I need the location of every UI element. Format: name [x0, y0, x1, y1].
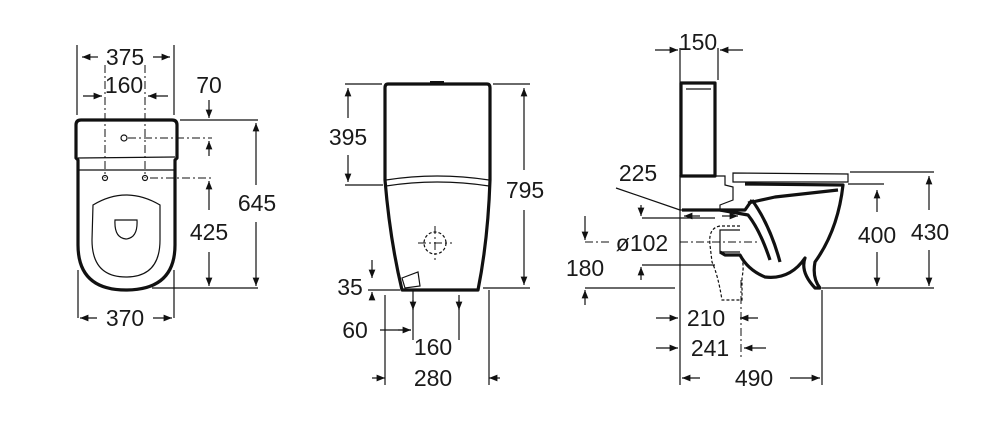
dim-fixing-offset: 160 [414, 334, 452, 360]
dim-total-height: 795 [506, 177, 544, 203]
top-view: 375 160 70 645 425 370 [74, 44, 276, 331]
dim-outlet-diameter: ø102 [616, 230, 668, 256]
front-view: 395 795 35 60 160 280 [329, 81, 544, 391]
dim-rim-height: 400 [858, 222, 896, 248]
inlet-hole-icon [120, 134, 128, 142]
dim-width-bottom: 370 [106, 305, 144, 331]
top-view-outline [74, 118, 179, 292]
seat-handle [114, 219, 138, 240]
inlet-valve-icon [401, 271, 421, 289]
dim-tank-depth: 150 [679, 29, 717, 55]
dim-base-width: 280 [414, 365, 452, 391]
dim-tank-height: 395 [329, 124, 367, 150]
fixing-hole-icon [141, 174, 149, 182]
dim-inlet-height: 35 [337, 274, 363, 300]
dim-depth: 645 [238, 190, 276, 216]
dim-holes-spacing: 160 [105, 72, 143, 98]
bowl-outline [719, 182, 845, 290]
side-tank-outline [679, 81, 717, 178]
dim-floor-outlet-max: 241 [691, 335, 729, 361]
fixing-hole-icon [101, 174, 109, 182]
dim-seat-height: 430 [911, 219, 949, 245]
dim-hole-offset: 70 [196, 72, 222, 98]
outlet-pipe-dashed [709, 225, 744, 301]
seat-outline [91, 194, 161, 278]
dim-floor-outlet-min: 210 [687, 305, 725, 331]
dim-inlet-offset: 60 [342, 317, 368, 343]
dim-outlet-offset: 225 [619, 160, 657, 186]
seat-outline-side [732, 172, 849, 183]
side-view: 150 225 ø102 180 400 430 210 241 490 [566, 29, 949, 391]
front-view-outline [383, 82, 492, 292]
dim-hole-to-front: 425 [190, 219, 228, 245]
dim-outlet-height: 180 [566, 255, 604, 281]
dim-width-top: 375 [106, 44, 144, 70]
dim-total-depth: 490 [735, 365, 773, 391]
